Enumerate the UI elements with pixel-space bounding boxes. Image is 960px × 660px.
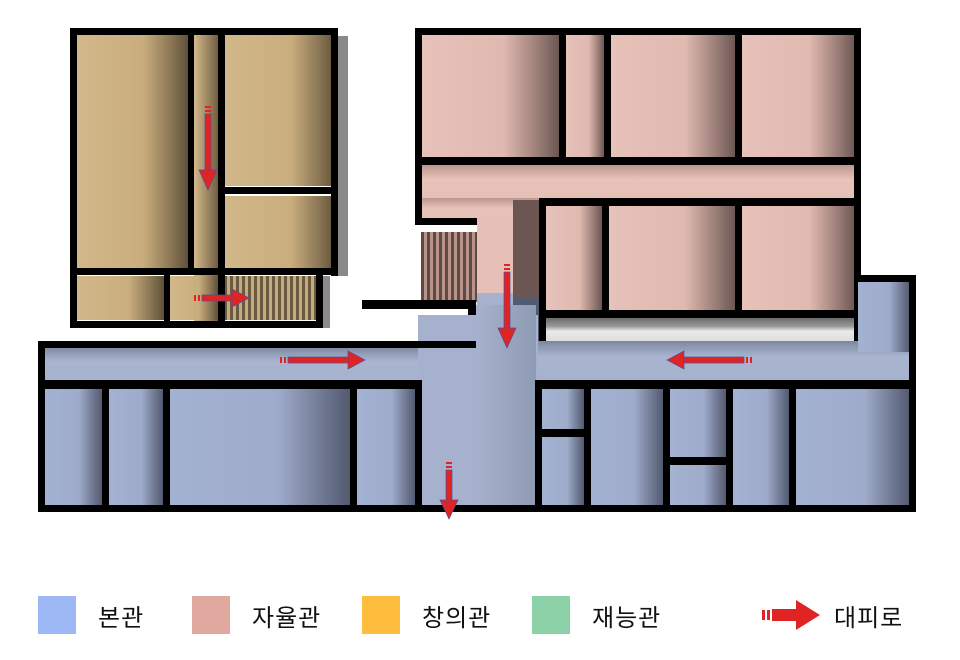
- room: [224, 34, 336, 186]
- room: [742, 206, 855, 310]
- red-arrow-icon: [762, 600, 820, 630]
- legend-item-route: 대피로: [762, 595, 903, 635]
- room: [611, 34, 735, 157]
- legend-item-autonomy: 자율관: [192, 595, 321, 635]
- evacuation-arrow-down-icon: [497, 264, 517, 349]
- room: [421, 34, 559, 157]
- room: [542, 389, 584, 429]
- legend-swatch-creativity: [362, 596, 400, 634]
- room: [76, 34, 188, 268]
- legend-label: 재능관: [592, 603, 662, 632]
- building-shadow: [338, 36, 348, 276]
- room: [542, 437, 584, 505]
- room: [742, 34, 855, 157]
- room: [609, 206, 735, 310]
- room: [670, 465, 726, 505]
- legend-swatch-talent: [532, 596, 570, 634]
- room: [546, 206, 602, 310]
- stairs: [421, 232, 477, 302]
- room: [109, 389, 163, 505]
- legend-label: 대피로: [834, 603, 904, 632]
- room: [566, 34, 604, 157]
- legend-label: 창의관: [422, 603, 492, 632]
- legend-swatch-autonomy: [192, 596, 230, 634]
- legend-item-creativity: 창의관: [362, 595, 491, 635]
- legend-swatch-main: [38, 596, 76, 634]
- corridor: [44, 347, 476, 383]
- corridor: [858, 282, 910, 352]
- legend-label: 본관: [98, 603, 145, 632]
- room: [224, 196, 336, 268]
- legend-label: 자율관: [252, 603, 322, 632]
- legend-item-main: 본관: [38, 595, 144, 635]
- evacuation-arrow-right-icon: [194, 288, 250, 308]
- legend: 본관 자율관 창의관 재능관 대피로: [0, 595, 960, 635]
- evacuation-arrow-left-icon: [666, 350, 752, 370]
- evacuation-arrow-right-icon: [280, 350, 366, 370]
- legend-item-talent: 재능관: [532, 595, 661, 635]
- room: [357, 389, 415, 505]
- room: [170, 389, 350, 505]
- room: [670, 389, 726, 457]
- evacuation-arrow-down-icon: [198, 106, 218, 191]
- building-main: [38, 275, 916, 512]
- room: [44, 389, 102, 505]
- room: [733, 389, 789, 505]
- room: [591, 389, 663, 505]
- evacuation-arrow-down-icon: [439, 462, 459, 520]
- building-shadow: [320, 276, 330, 328]
- room: [796, 389, 910, 505]
- balcony: [546, 318, 855, 342]
- room: [76, 276, 164, 320]
- corridor: [421, 165, 855, 201]
